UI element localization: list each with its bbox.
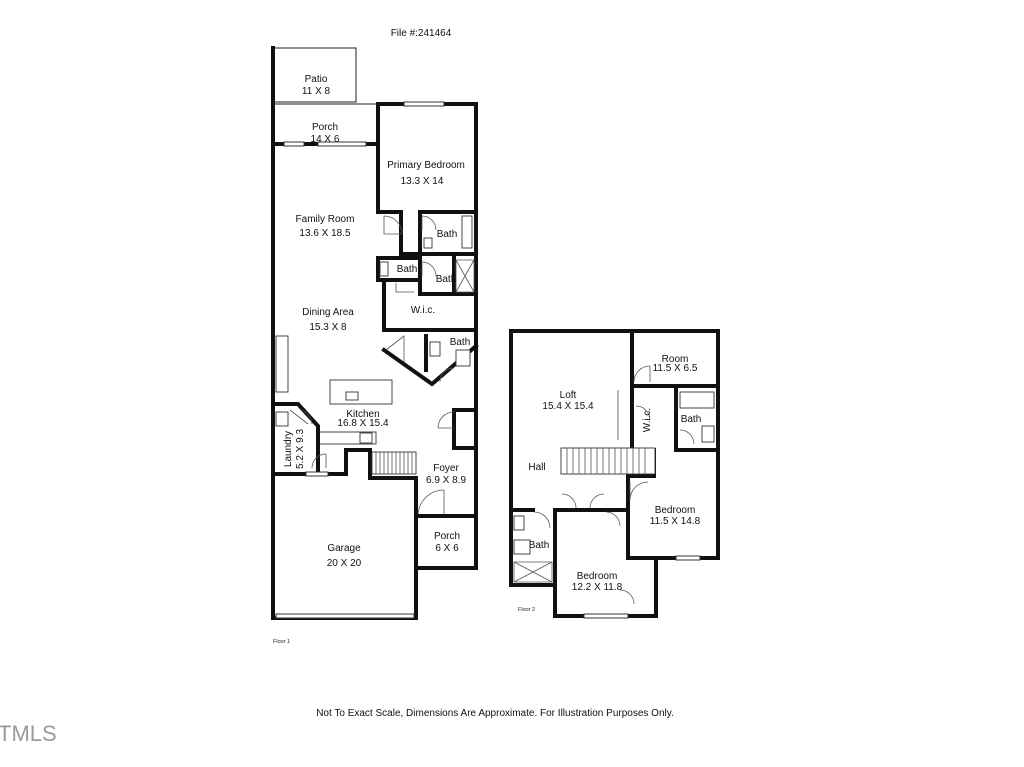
bath-left-sink-icon <box>513 539 531 555</box>
door-swing-bath-f2 <box>679 429 695 445</box>
linen-closet-wall <box>509 508 630 587</box>
family-room-dims: 13.6 X 18.5 <box>299 228 351 239</box>
foyer-dims: 6.9 X 8.9 <box>426 475 466 486</box>
primary-bedroom-dims: 13.3 X 14 <box>401 176 444 187</box>
foyer-name: Foyer <box>433 463 459 474</box>
primary-bedroom-wall <box>376 142 478 214</box>
door-swing-room <box>633 365 651 383</box>
bath-primary-name: Bath <box>437 229 458 240</box>
primary-bedroom-name: Primary Bedroom <box>387 160 465 171</box>
wic-wall <box>382 256 478 332</box>
vanity-sink-icon <box>461 215 473 249</box>
door-swing-linen <box>561 493 605 509</box>
f2-right-window <box>675 555 701 561</box>
door-swing-hall <box>385 335 405 362</box>
hall-bath-toilet-icon <box>429 341 441 357</box>
door-swing-wic <box>617 390 651 440</box>
bath-left-toilet-icon <box>513 515 525 531</box>
garage-name: Garage <box>327 543 361 554</box>
family-room-window <box>275 335 289 393</box>
tub-icon <box>679 391 715 409</box>
garage-door <box>275 613 415 619</box>
wic-shelving <box>395 283 414 293</box>
patio-outline <box>273 47 357 103</box>
f2-sink-icon <box>701 425 715 443</box>
half-bath-wall <box>376 256 422 282</box>
door-swing-garage <box>311 453 327 469</box>
kitchen-name: Kitchen <box>346 409 379 420</box>
loft-name: Loft <box>560 390 577 401</box>
porch-window <box>283 141 305 147</box>
door-swing-bath-left <box>533 511 551 529</box>
laundry-shelf <box>275 411 289 427</box>
floor-2 <box>509 329 720 619</box>
floor-1-labels: Patio 11 X 8 Porch 14 X 6 Primary Bedroo… <box>273 74 470 645</box>
staircase-floor-2 <box>560 447 656 475</box>
foyer-closet-wall <box>452 408 478 450</box>
floor-2-labels: Loft 15.4 X 15.4 Room 11.5 X 6.5 W.i.c. … <box>518 354 701 613</box>
patio-name: Patio <box>305 74 328 85</box>
family-room-name: Family Room <box>296 214 355 225</box>
garage-dims: 20 X 20 <box>327 558 362 569</box>
door-swing-bedroom-right <box>629 481 649 501</box>
room-name: Room <box>662 354 689 365</box>
bath-upper-right-name: Bath <box>681 414 702 425</box>
kitchen-range-icon <box>359 432 373 444</box>
bedroom-bottom-name: Bedroom <box>577 571 618 582</box>
bedroom-right-dims: 11.5 X 14.8 <box>650 516 701 527</box>
bath-left-name: Bath <box>529 540 550 551</box>
primary-bedroom-window <box>403 101 445 107</box>
dining-area-name: Dining Area <box>302 307 354 318</box>
door-swing-primary <box>383 215 403 235</box>
porch-back-name: Porch <box>312 122 338 133</box>
toilet-icon <box>423 237 433 249</box>
staircase-floor-1 <box>371 451 417 475</box>
porch-door <box>317 141 367 147</box>
door-swing-half-bath <box>421 261 437 277</box>
door-swing-bedroom-bottom <box>605 511 635 605</box>
laundry-window <box>305 471 329 477</box>
laundry-dims: 5.2 X 9.3 <box>295 429 306 469</box>
door-swing-hall-bath <box>439 367 455 383</box>
door-swing-closet <box>437 411 455 429</box>
file-number: File #:241464 <box>391 28 452 39</box>
wic-wall-f2 <box>630 384 720 452</box>
door-swing-bath <box>421 215 437 231</box>
bath-left-shower-icon <box>513 561 553 583</box>
hall-name: Hall <box>528 462 545 473</box>
disclaimer-text: Not To Exact Scale, Dimensions Are Appro… <box>316 708 674 719</box>
floor-1-exterior-wall <box>271 46 418 620</box>
watermark-logo: TMLS <box>0 721 57 746</box>
porch-front-name: Porch <box>434 531 460 542</box>
bedroom-right-name: Bedroom <box>655 505 696 516</box>
floor-1-label: Floor 1 <box>273 639 290 645</box>
floor-1-right-wall <box>271 102 478 570</box>
bath-hall-name: Bath <box>450 337 471 348</box>
wic-f2-name: W.i.c. <box>642 408 653 432</box>
f2-bottom-window <box>583 613 629 619</box>
porch-front-dims: 6 X 6 <box>435 543 459 554</box>
door-swing-front <box>417 489 445 517</box>
loft-dims: 15.4 X 15.4 <box>542 401 594 412</box>
dining-area-dims: 15.3 X 8 <box>309 322 347 333</box>
laundry-name: Laundry <box>283 431 294 467</box>
half-bath-sink-icon <box>379 261 389 277</box>
bedroom-bottom-dims: 12.2 X 11.8 <box>572 582 623 593</box>
kitchen-dims: 16.8 X 15.4 <box>337 418 389 429</box>
bath-shower-name: Bath <box>436 274 457 285</box>
wic-name: W.i.c. <box>411 305 435 316</box>
floor-2-label: Floor 2 <box>518 607 535 613</box>
door-swing-laundry <box>289 409 313 425</box>
floor-1 <box>271 46 479 620</box>
kitchen-sink-icon <box>345 391 359 401</box>
kitchen-island <box>329 379 393 405</box>
porch-back-dims: 14 X 6 <box>311 134 340 145</box>
bath-half-name: Bath <box>397 264 418 275</box>
hall-bath-sink-icon <box>455 349 471 367</box>
room-dims: 11.5 X 6.5 <box>653 363 698 374</box>
shower-icon <box>455 259 475 293</box>
patio-dims: 11 X 8 <box>302 86 331 97</box>
